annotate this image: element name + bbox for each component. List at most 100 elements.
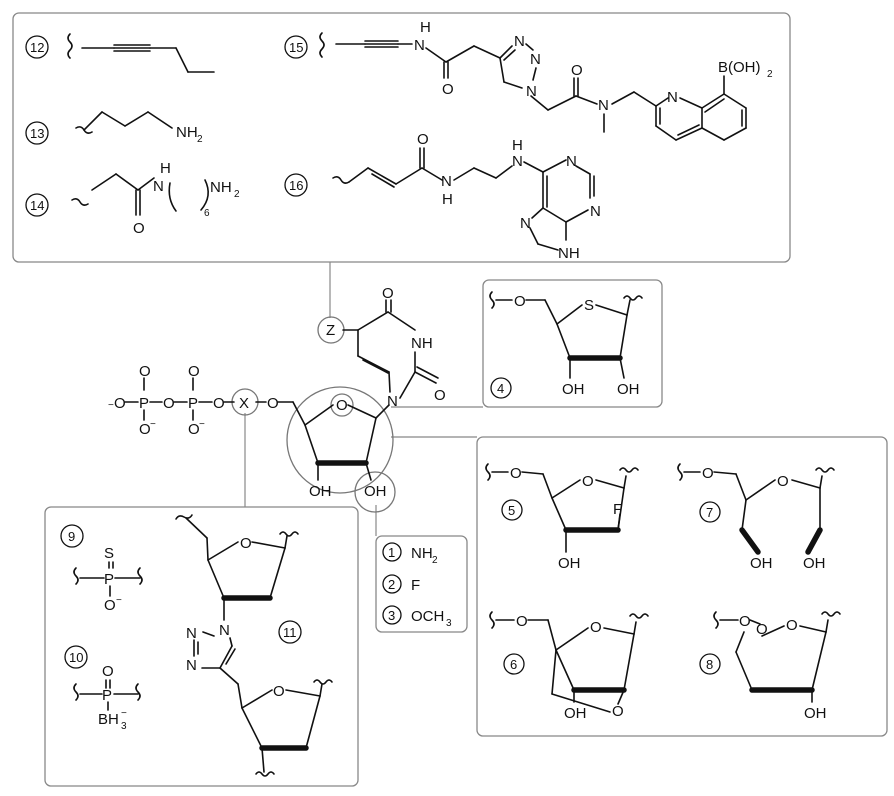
atom-o: O — [756, 621, 768, 638]
svg-text:3: 3 — [446, 618, 452, 629]
amide-n: N — [598, 97, 609, 114]
quinoline-n: N — [667, 89, 678, 106]
2prime-substituent-panel — [375, 535, 468, 633]
hydroxyl: OH — [803, 555, 826, 572]
atom-o: O — [188, 421, 200, 438]
structure-15: 15 N H O N N N O N N — [284, 19, 773, 141]
structure-13: 13 NH 2 — [25, 111, 203, 145]
atom-o: O — [514, 293, 526, 310]
atom-o: O — [163, 395, 175, 412]
atom-n3h: NH — [411, 335, 433, 352]
atom-p: P — [104, 571, 114, 588]
svg-text:2: 2 — [234, 189, 240, 200]
amide-o: O — [417, 131, 429, 148]
svg-text:9: 9 — [68, 529, 75, 544]
atom-o: O — [702, 465, 714, 482]
atom-o: O — [188, 363, 200, 380]
triazole-n: N — [530, 51, 541, 68]
sugar-highlight — [286, 386, 394, 494]
amide-nh: N — [153, 178, 164, 195]
ring-oxygen: O — [590, 619, 602, 636]
structure-8: O O O OH 8 — [699, 611, 841, 722]
svg-text:11: 11 — [283, 625, 297, 640]
svg-text:H: H — [512, 137, 523, 154]
atom-o: O — [267, 395, 279, 412]
amide-o: O — [133, 220, 145, 237]
adenine-n: N — [566, 153, 577, 170]
atom-p2: P — [188, 395, 198, 412]
structure-14: 14 O N H 6 NH 2 — [25, 160, 240, 237]
atom-p: P — [102, 687, 112, 704]
svg-text:3: 3 — [121, 721, 127, 732]
atom-o: O — [104, 597, 116, 614]
svg-text:1: 1 — [388, 545, 395, 560]
hydroxyl: OH — [617, 381, 640, 398]
triazole-n: N — [514, 33, 525, 50]
svg-text:−: − — [199, 419, 205, 430]
charge-minus: − — [108, 400, 114, 411]
hydroxyl: OH — [562, 381, 585, 398]
structure-10: 10 O P BH 3 − — [64, 645, 141, 732]
structure-4: O S OH OH 4 — [489, 291, 643, 399]
amine-nh2: NH — [210, 179, 232, 196]
svg-text:3: 3 — [388, 608, 395, 623]
ring-oxygen: O — [582, 473, 594, 490]
atom-o: O — [114, 395, 126, 412]
structure-16: 16 O N H N H N N NH N — [284, 131, 601, 262]
svg-text:4: 4 — [497, 381, 504, 396]
thio-sugar-panel — [482, 279, 663, 408]
svg-text:2: 2 — [197, 134, 203, 145]
hydroxyl: OH — [558, 555, 581, 572]
atom-x: X — [239, 395, 249, 412]
svg-text:5: 5 — [508, 503, 515, 518]
svg-text:13: 13 — [30, 126, 44, 141]
svg-text:−: − — [121, 708, 127, 719]
base-modification-panel — [12, 12, 791, 263]
atom-o: O — [213, 395, 225, 412]
svg-text:7: 7 — [706, 505, 713, 520]
substituent-och3: OCH — [411, 608, 444, 625]
svg-text:8: 8 — [706, 657, 713, 672]
boronic-acid: B(OH) — [718, 59, 761, 76]
bridge-oxygen: O — [612, 703, 624, 720]
atom-s: S — [104, 545, 114, 562]
structure-1-2-3: 1 NH 2 2 F 3 OCH 3 — [382, 542, 452, 629]
atom-p1: P — [139, 395, 149, 412]
svg-text:H: H — [442, 191, 453, 208]
amide-nh: N — [441, 173, 452, 190]
triazole-n: N — [186, 657, 197, 674]
fluorine: F — [613, 501, 622, 518]
svg-text:14: 14 — [30, 198, 44, 213]
structure-7: O O OH OH 7 — [677, 463, 835, 572]
amide-o: O — [442, 81, 454, 98]
hydroxyl-3prime: OH — [309, 483, 332, 500]
backbone-modification-panel — [44, 506, 359, 787]
atom-o: O — [516, 613, 528, 630]
ring-sulfur: S — [584, 297, 594, 314]
sugar-analog-panel — [476, 436, 888, 737]
ring-oxygen: O — [240, 535, 252, 552]
structure-9: 9 S P O − — [60, 524, 143, 614]
svg-text:−: − — [150, 419, 156, 430]
structure-12: 12 — [25, 33, 215, 73]
borane: BH — [98, 711, 119, 728]
svg-text:2: 2 — [432, 555, 438, 566]
hydroxyl: OH — [564, 705, 587, 722]
atom-o: O — [510, 465, 522, 482]
hydroxyl: OH — [750, 555, 773, 572]
adenine-n: N — [520, 215, 531, 232]
atom-o: O — [102, 663, 114, 680]
hydroxyl: OH — [804, 705, 827, 722]
svg-text:15: 15 — [289, 40, 303, 55]
atom-z: Z — [326, 322, 335, 339]
ring-oxygen: O — [273, 683, 285, 700]
central-nucleotide: − O P O O − O P O O − O X O O OH OH — [108, 285, 446, 500]
svg-text:12: 12 — [30, 40, 44, 55]
atom-o: O — [739, 613, 751, 630]
substituent-nh2: NH — [411, 545, 433, 562]
structure-6: O O O OH 6 — [489, 611, 649, 722]
hydroxyl-2prime: OH — [364, 483, 387, 500]
atom-n1: N — [387, 393, 398, 410]
2prime-oh-highlight — [354, 471, 396, 513]
svg-text:2: 2 — [388, 577, 395, 592]
